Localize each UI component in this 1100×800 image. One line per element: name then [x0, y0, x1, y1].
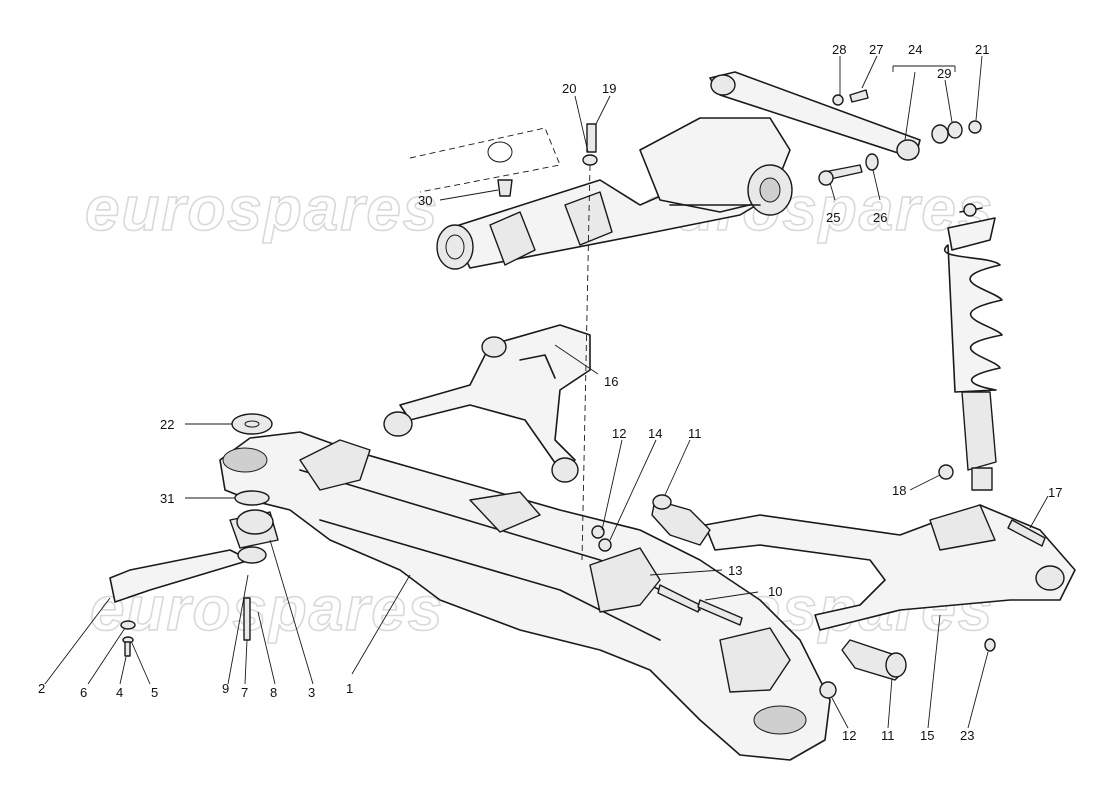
callout-21: 21 — [975, 42, 989, 57]
callout-23: 23 — [960, 728, 974, 743]
callout-30: 30 — [418, 193, 432, 208]
callout-31: 31 — [160, 491, 174, 506]
lower-wishbone — [704, 504, 1076, 631]
callout-11-lower: 11 — [881, 728, 895, 743]
anti-roll-bar — [109, 509, 279, 657]
callout-1: 1 — [346, 681, 353, 696]
callout-8: 8 — [270, 685, 277, 700]
watermark-1: eurospares — [85, 175, 439, 244]
bushes — [591, 464, 1046, 699]
callout-9: 9 — [222, 681, 229, 696]
callout-12-lower: 12 — [842, 728, 856, 743]
callout-6: 6 — [80, 685, 87, 700]
rear-crossmember-bracket — [383, 324, 591, 483]
callout-28: 28 — [832, 42, 846, 57]
callout-13: 13 — [728, 563, 742, 578]
callout-14: 14 — [648, 426, 662, 441]
coilover-shock — [944, 203, 1003, 491]
callout-25: 25 — [826, 210, 840, 225]
callout-labels: 1 2 3 4 5 6 7 8 9 10 11 11 12 12 13 14 1… — [38, 42, 1062, 743]
callout-7: 7 — [241, 685, 248, 700]
callout-18: 18 — [892, 483, 906, 498]
callout-26: 26 — [873, 210, 887, 225]
torque-rod — [709, 71, 982, 161]
callout-19: 19 — [602, 81, 616, 96]
callout-10: 10 — [768, 584, 782, 599]
centreline — [581, 164, 591, 561]
callout-4: 4 — [116, 685, 123, 700]
callout-24: 24 — [908, 42, 922, 57]
subframe — [219, 431, 831, 761]
callout-5: 5 — [151, 685, 158, 700]
callout-17: 17 — [1048, 485, 1062, 500]
callout-3: 3 — [308, 685, 315, 700]
callout-12-upper: 12 — [612, 426, 626, 441]
fasteners-upper — [497, 123, 879, 197]
callout-15: 15 — [920, 728, 934, 743]
callout-2: 2 — [38, 681, 45, 696]
callout-16: 16 — [604, 374, 618, 389]
leader-lines — [44, 55, 1049, 729]
washers — [231, 413, 273, 506]
propeller-shaft — [409, 127, 561, 193]
callout-29: 29 — [937, 66, 951, 81]
callout-11-upper: 11 — [688, 426, 702, 441]
callout-22: 22 — [160, 417, 174, 432]
differential-housing — [436, 117, 793, 270]
callout-20: 20 — [562, 81, 576, 96]
callout-27: 27 — [869, 42, 883, 57]
